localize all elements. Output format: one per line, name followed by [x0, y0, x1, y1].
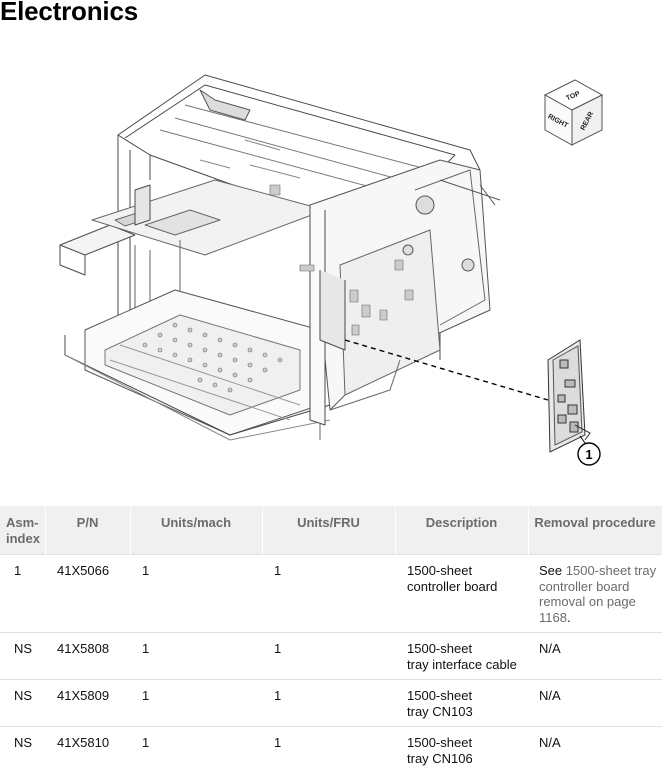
cell-description: 1500-sheet tray CN106 [395, 727, 528, 773]
description-line: 1500-sheet [407, 563, 524, 579]
table-header-row: Asm- index P/N Units/mach Units/FRU Desc… [0, 506, 662, 555]
cell-pn: 41X5066 [45, 555, 130, 633]
cell-removal-procedure: N/A [528, 680, 662, 727]
page-title: Electronics [0, 0, 138, 27]
exploded-view-drawing: 1 TOP RIGHT REAR [0, 60, 662, 480]
cell-description: 1500-sheet tray CN103 [395, 680, 528, 727]
table-row: NS 41X5808 1 1 1500-sheet tray interface… [0, 633, 662, 680]
description-line: 1500-sheet [407, 688, 524, 704]
header-pn: P/N [45, 506, 130, 555]
cell-description: 1500-sheet controller board [395, 555, 528, 633]
cell-removal-procedure: N/A [528, 727, 662, 773]
table-row: NS 41X5810 1 1 1500-sheet tray CN106 N/A [0, 727, 662, 773]
parts-table-container: Asm- index P/N Units/mach Units/FRU Desc… [0, 506, 662, 773]
cell-pn: 41X5810 [45, 727, 130, 773]
controller-board-part [548, 340, 590, 452]
cell-pn: 41X5809 [45, 680, 130, 727]
callout-number: 1 [585, 447, 592, 462]
cell-asm-index: NS [0, 727, 45, 773]
header-description: Description [395, 506, 528, 555]
cell-units-mach: 1 [130, 633, 262, 680]
header-units-mach: Units/mach [130, 506, 262, 555]
cell-asm-index: NS [0, 633, 45, 680]
parts-table: Asm- index P/N Units/mach Units/FRU Desc… [0, 506, 662, 773]
description-line: 1500-sheet [407, 641, 524, 657]
header-removal-procedure: Removal procedure [528, 506, 662, 555]
cell-asm-index: 1 [0, 555, 45, 633]
removal-prefix: See [539, 563, 566, 578]
removal-suffix: . [567, 610, 571, 625]
cell-units-mach: 1 [130, 680, 262, 727]
cell-asm-index: NS [0, 680, 45, 727]
cell-units-mach: 1 [130, 555, 262, 633]
cell-pn: 41X5808 [45, 633, 130, 680]
cell-units-mach: 1 [130, 727, 262, 773]
header-asm-index: Asm- index [0, 506, 45, 555]
description-line: controller board [407, 579, 524, 595]
orientation-cube-icon: TOP RIGHT REAR [545, 80, 602, 145]
cell-units-fru: 1 [262, 680, 395, 727]
description-line: tray CN106 [407, 751, 524, 767]
cell-removal-procedure: See 1500-sheet tray controller board rem… [528, 555, 662, 633]
cell-units-fru: 1 [262, 555, 395, 633]
cell-removal-procedure: N/A [528, 633, 662, 680]
parts-illustration: 1 TOP RIGHT REAR [0, 60, 662, 480]
table-row: NS 41X5809 1 1 1500-sheet tray CN103 N/A [0, 680, 662, 727]
description-line: 1500-sheet [407, 735, 524, 751]
header-units-fru: Units/FRU [262, 506, 395, 555]
cell-units-fru: 1 [262, 633, 395, 680]
description-line: tray CN103 [407, 704, 524, 720]
table-row: 1 41X5066 1 1 1500-sheet controller boar… [0, 555, 662, 633]
cell-units-fru: 1 [262, 727, 395, 773]
description-line: tray interface cable [407, 657, 524, 673]
cell-description: 1500-sheet tray interface cable [395, 633, 528, 680]
